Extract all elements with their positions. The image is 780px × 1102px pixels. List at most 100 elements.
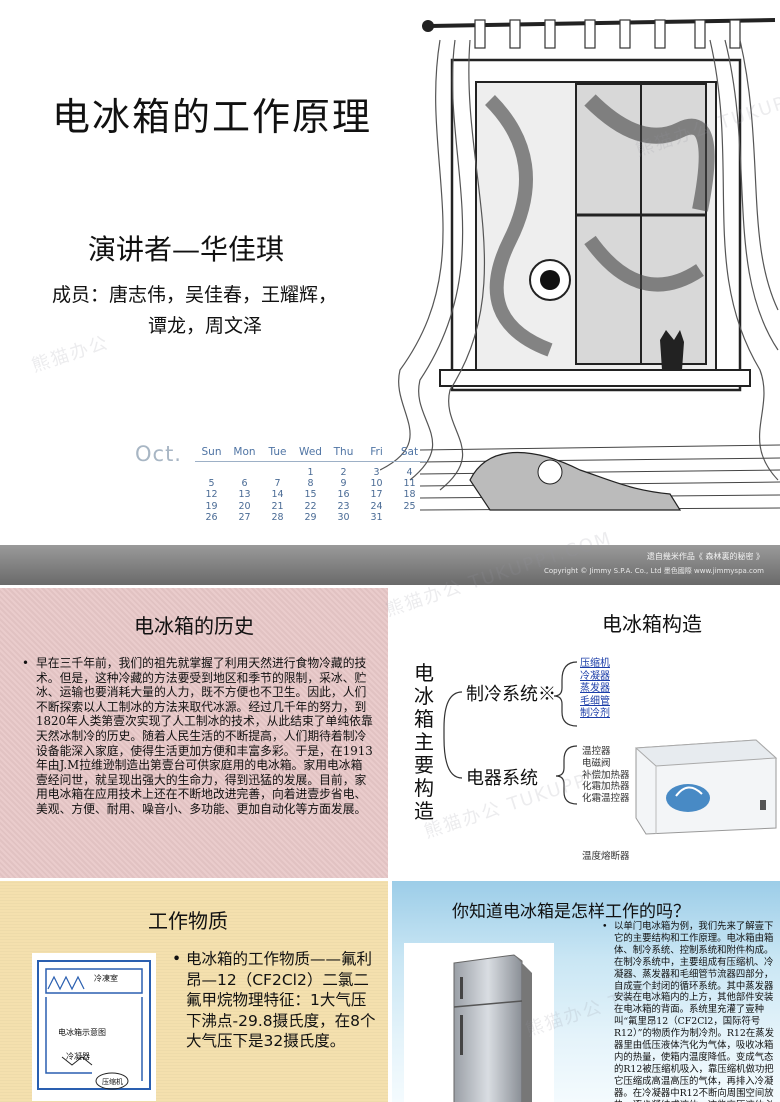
calendar-day <box>195 467 228 478</box>
calendar-day: 10 <box>370 478 383 490</box>
calendar-day: 16 <box>337 489 350 501</box>
vertical-label-char: 箱 <box>414 707 434 731</box>
freezer-label: 冷凍室 <box>94 974 118 983</box>
calendar-day: 3 <box>373 467 380 478</box>
calendar-day: 15 <box>304 489 317 501</box>
diagram-caption: 电冰箱示意图 <box>58 1028 106 1037</box>
working-substance-body: • 电冰箱的工作物质——氟利昂—12（CF2Cl2）二氯二氟甲烷物理特征：1大气… <box>172 949 380 1052</box>
vertical-label-char: 要 <box>414 753 434 777</box>
history-text: 早在三千年前，我们的祖先就掌握了利用天然进行食物冷藏的技术。但是，这种冷藏的方法… <box>36 656 373 816</box>
how-it-works-title: 你知道电冰箱是怎样工作的吗？ <box>452 902 690 922</box>
calendar-day: 31 <box>370 511 383 523</box>
calendar-day: 24 <box>370 500 383 512</box>
bullet: • <box>22 656 29 670</box>
calendar-week: 19 20 21 22 23 24 25 <box>195 501 427 512</box>
fridge-photo <box>404 943 554 1102</box>
structure-slide: 电冰箱构造 电冰箱主要构造 制冷系统※ 电器系统 压缩机冷凝器蒸发器毛细管制冷剂… <box>392 588 780 878</box>
window-illustration <box>380 18 780 511</box>
calendar-week: 1 2 3 4 <box>195 467 427 478</box>
calendar-weekday: Tue <box>268 446 287 458</box>
calendar-day: 8 <box>307 478 314 490</box>
calendar-day: 14 <box>271 489 284 501</box>
how-it-works-text: 以单门电冰箱为例，我们先来了解壹下它的主要结构和工作原理。电冰箱由箱体、制冷系统… <box>614 921 774 1102</box>
calendar-month: Oct. <box>135 442 182 466</box>
electrical-part: 温度熔断器 <box>582 850 630 862</box>
condenser-label: 冷凝器 <box>66 1052 90 1061</box>
electrical-part: 化霜加热器 <box>582 781 630 793</box>
calendar-day: 23 <box>337 500 350 512</box>
vertical-label-char: 构 <box>414 776 434 800</box>
refrigeration-part-link[interactable]: 冷凝器 <box>580 670 610 682</box>
electrical-part: 电磁阀 <box>582 757 611 769</box>
refrigeration-part-link[interactable]: 压缩机 <box>580 658 610 669</box>
calendar-day: 20 <box>238 500 251 512</box>
structure-title: 电冰箱构造 <box>602 612 702 636</box>
calendar-day: 4 <box>406 467 413 478</box>
calendar-day <box>261 467 294 478</box>
calendar-day: 6 <box>241 478 248 490</box>
title-slide: 电冰箱的工作原理 演讲者—华佳琪 成员：唐志伟，吴佳春，王耀辉， 谭龙，周文泽 <box>0 0 780 545</box>
electrical-part: 温控器 <box>582 746 611 757</box>
calendar-day: 25 <box>403 500 416 512</box>
calendar-day: 27 <box>238 511 251 523</box>
bullet: • <box>602 921 608 932</box>
calendar-day: 7 <box>274 478 281 490</box>
calendar-day: 30 <box>337 511 350 523</box>
calendar-day: 12 <box>205 489 218 501</box>
calendar-weekday: Sun <box>201 446 222 458</box>
calendar-day: 26 <box>205 511 218 523</box>
vertical-label: 电冰箱主要构造 <box>414 662 438 823</box>
members-line-1: 成员：唐志伟，吴佳春，王耀辉， <box>52 284 338 306</box>
calendar-day: 5 <box>208 478 215 490</box>
calendar-day: 11 <box>403 478 416 490</box>
calendar-day: 1 <box>307 467 314 478</box>
how-it-works-body: • 以单门电冰箱为例，我们先来了解壹下它的主要结构和工作原理。电冰箱由箱体、制冷… <box>602 921 774 1102</box>
electrical-parts-list: 温控器电磁阀补偿加热器化霜加热器化霜温控器温度熔断器 <box>582 746 630 863</box>
history-title: 电冰箱的历史 <box>134 614 254 638</box>
calendar-week: 5 6 7 8 9 10 11 <box>195 478 427 489</box>
calendar-day: 21 <box>271 500 284 512</box>
presenter-name: 演讲者—华佳琪 <box>88 233 285 266</box>
calendar-weekday: Thu <box>333 446 354 458</box>
brace-lines <box>443 661 578 805</box>
working-substance-text: 电冰箱的工作物质——氟利昂—12（CF2Cl2）二氯二氟甲烷物理特征：1大气压下… <box>186 950 376 1050</box>
calendar-day: 28 <box>271 511 284 523</box>
credit-line-2: Copyright © Jimmy S.P.A. Co., Ltd 墨色國際 w… <box>543 567 764 575</box>
how-it-works-slide: 你知道电冰箱是怎样工作的吗？ • 以单门电冰箱为例，我们先来了解壹下它的主要结构… <box>392 881 780 1102</box>
calendar-day <box>228 467 261 478</box>
calendar-day: 13 <box>238 489 251 501</box>
vertical-label-char: 造 <box>414 799 434 823</box>
calendar-weekday: Wed <box>299 446 322 458</box>
calendar-day: 22 <box>304 500 317 512</box>
electrical-system-label: 电器系统 <box>466 768 538 789</box>
vertical-label-char: 冰 <box>414 684 434 708</box>
credit-line-1: 遗自幾米作品《 森林裏的秘密 》 <box>646 552 764 561</box>
calendar-day: 29 <box>304 511 317 523</box>
calendar-weekday: Mon <box>233 446 256 458</box>
refrigeration-part-link[interactable]: 毛细管 <box>580 695 610 707</box>
calendar-weekday: Fri <box>370 446 383 458</box>
calendar-week: 26 27 28 29 30 31 <box>195 512 427 523</box>
calendar-day: 18 <box>403 489 416 501</box>
electrical-part: 化霜温控器 <box>582 793 630 805</box>
compressor-label: 压缩机 <box>102 1078 123 1086</box>
bullet: • <box>172 950 182 968</box>
presentation-title: 电冰箱的工作原理 <box>52 95 373 139</box>
refrigeration-parts-list[interactable]: 压缩机冷凝器蒸发器毛细管制冷剂 <box>580 658 610 721</box>
working-substance-title: 工作物质 <box>148 909 228 933</box>
refrigeration-part-link[interactable]: 制冷剂 <box>580 708 610 720</box>
electrical-part: 补偿加热器 <box>582 769 630 781</box>
fridge-schematic: 冷凍室 电冰箱示意图 冷凝器 压缩机 <box>32 953 156 1101</box>
credit-bar <box>0 545 780 585</box>
calendar-day: 2 <box>340 467 347 478</box>
calendar-day: 19 <box>205 500 218 512</box>
calendar-day: 9 <box>340 478 347 490</box>
refrigeration-part-link[interactable]: 蒸发器 <box>580 683 610 695</box>
working-substance-slide: 工作物质 冷凍室 电冰箱示意图 冷凝器 压缩机 • 电冰箱的工作物质——氟利昂—… <box>0 881 388 1102</box>
vertical-label-char: 电 <box>414 661 434 685</box>
history-slide: 电冰箱的历史 • 早在三千年前，我们的祖先就掌握了利用天然进行食物冷藏的技术。但… <box>0 588 388 878</box>
